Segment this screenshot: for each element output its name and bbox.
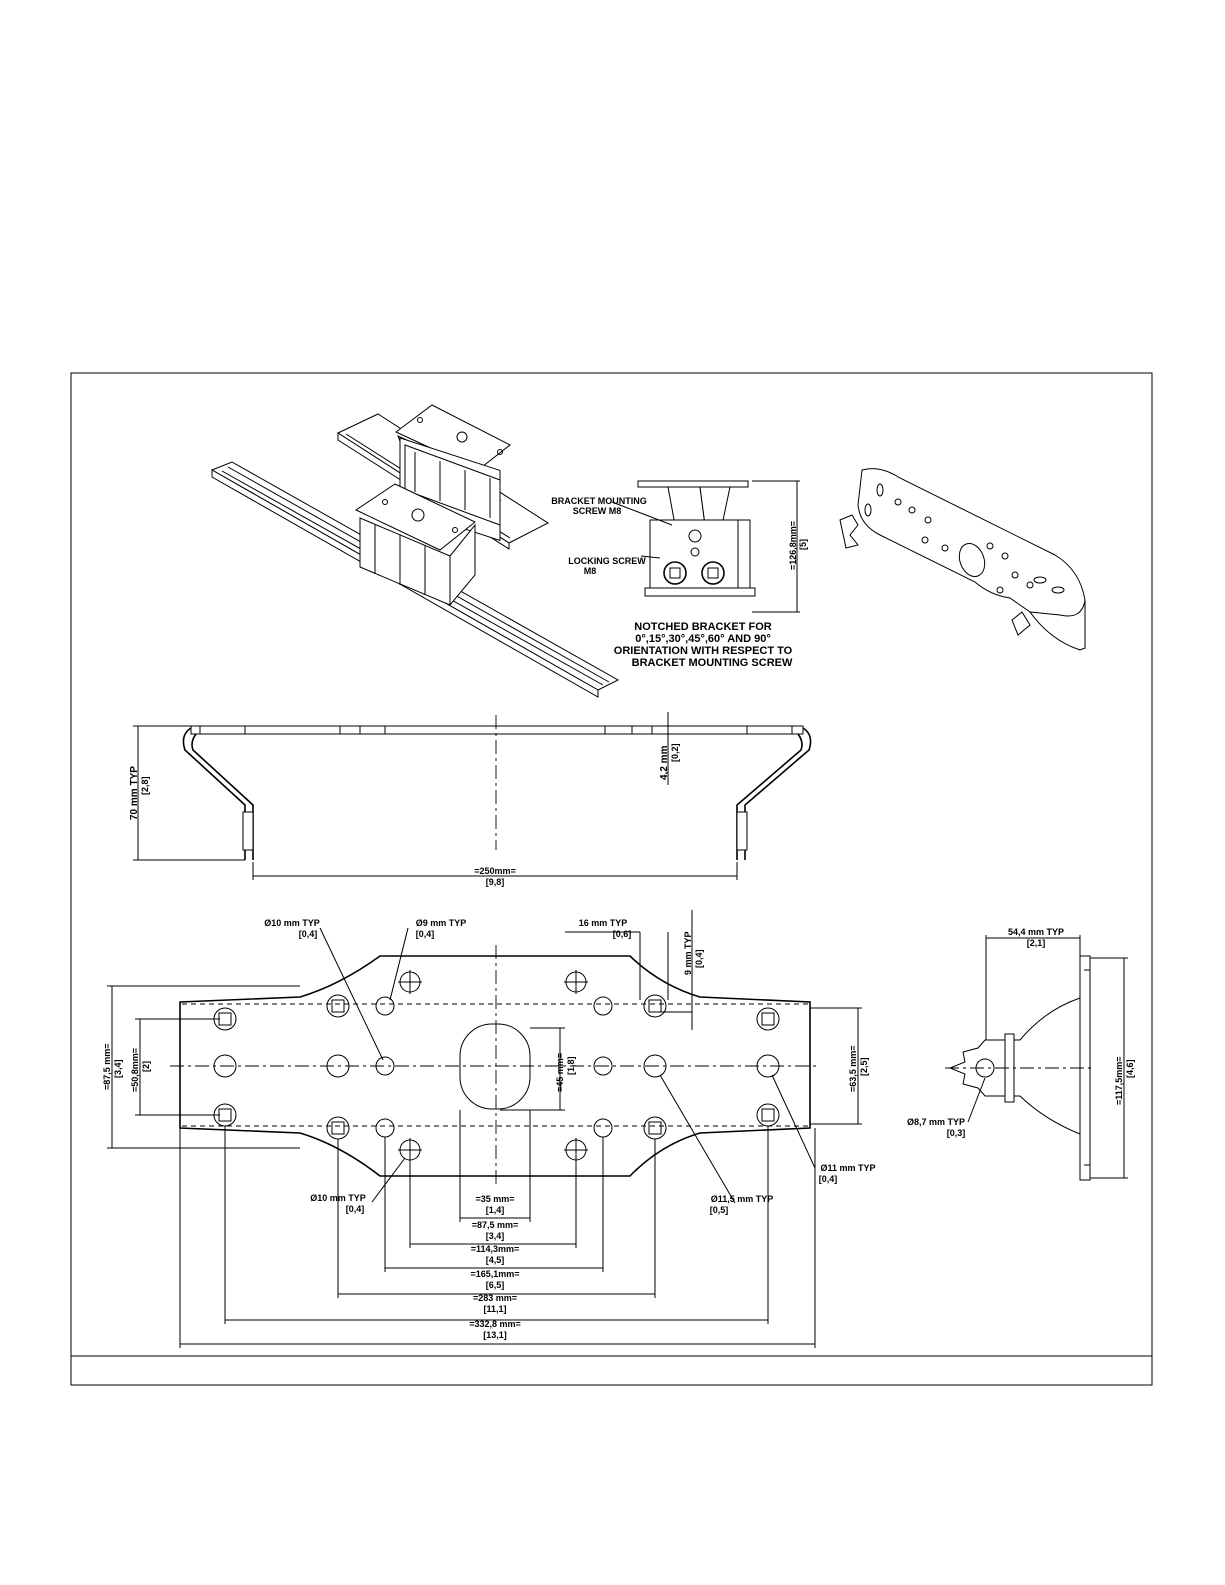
dim-w16: 16 mm TYP xyxy=(579,918,628,928)
dim-h635: =63,5 mm= xyxy=(848,1045,858,1092)
dim-side-70-in: [2,8] xyxy=(140,776,150,795)
dim-h508: =50,8mm= xyxy=(130,1048,140,1092)
dim-d11-in: [0,4] xyxy=(819,1174,838,1184)
dim-d10-bot-in: [0,4] xyxy=(346,1204,365,1214)
dim-v9: 9 mm TYP xyxy=(683,931,693,975)
dim-w1143: =114,3mm= xyxy=(471,1244,520,1254)
rail-assembly-isometric xyxy=(210,404,620,698)
side-elevation-view xyxy=(133,712,812,880)
dim-d115: Ø11,5 mm TYP xyxy=(711,1194,774,1204)
notch-note-3: ORIENTATION WITH RESPECT TO xyxy=(614,645,793,657)
end-view xyxy=(945,935,1128,1181)
dim-w3328-in: [13,1] xyxy=(483,1330,507,1340)
dim-w544: 54,4 mm TYP xyxy=(1008,927,1064,937)
dim-h875: =87,5 mm= xyxy=(102,1043,112,1090)
dim-w544-in: [2,1] xyxy=(1027,938,1046,948)
notch-note-2: 0°,15°,30°,45°,60° AND 90° xyxy=(635,633,770,645)
locking-screw-label-2: M8 xyxy=(584,566,597,576)
dim-w875: =87,5 mm= xyxy=(472,1220,519,1230)
dim-h635-in: [2,5] xyxy=(859,1057,869,1076)
slot-holes xyxy=(213,994,780,1140)
dim-d87: Ø8,7 mm TYP xyxy=(907,1117,965,1127)
dim-h875-in: [3,4] xyxy=(113,1059,123,1078)
dim-height-126: =126,8mm= xyxy=(788,521,798,570)
dim-h508-in: [2] xyxy=(141,1061,151,1072)
dim-thick-42-in: [0,2] xyxy=(670,743,680,762)
drawing-frame xyxy=(70,372,1153,1386)
dim-w1143-in: [4,5] xyxy=(486,1255,505,1265)
dim-w1651: =165,1mm= xyxy=(470,1269,519,1279)
dim-w283: =283 mm= xyxy=(473,1293,517,1303)
dim-d10-top-in: [0,4] xyxy=(299,929,318,939)
bracket-screw-label: BRACKET MOUNTING xyxy=(551,496,647,506)
dim-w283-in: [11,1] xyxy=(483,1304,506,1314)
dim-thick-42: 4,2 mm xyxy=(659,745,670,780)
dim-v9-in: [0,4] xyxy=(694,949,704,968)
dim-d10-top: Ø10 mm TYP xyxy=(264,918,320,928)
notch-note-1: NOTCHED BRACKET FOR xyxy=(634,621,772,633)
dim-width-250-in: [9,8] xyxy=(486,877,505,887)
dim-w1651-in: [6,5] xyxy=(486,1280,505,1290)
bracket-plate-isometric xyxy=(839,468,1086,651)
dim-slot45: =45 mm= xyxy=(555,1053,565,1092)
bracket-side-view xyxy=(611,480,800,613)
dim-h1175-in: [4,6] xyxy=(1125,1059,1135,1078)
dim-d115-in: [0,5] xyxy=(710,1205,729,1215)
dim-w35-in: [1,4] xyxy=(486,1205,505,1215)
locking-screw-label: LOCKING SCREW xyxy=(568,556,646,566)
dim-d10-bot: Ø10 mm TYP xyxy=(310,1193,366,1203)
plan-view xyxy=(107,910,862,1348)
dim-w35: =35 mm= xyxy=(475,1194,514,1204)
dim-w16-in: [0,6] xyxy=(613,929,632,939)
dim-w875-in: [3,4] xyxy=(486,1231,505,1241)
dim-height-126-in: [5] xyxy=(798,539,808,550)
round-holes xyxy=(213,970,780,1162)
dim-d87-in: [0,3] xyxy=(947,1128,966,1138)
dim-w3328: =332,8 mm= xyxy=(469,1319,521,1329)
dim-slot45-in: [1,8] xyxy=(566,1056,576,1075)
bracket-screw-label-2: SCREW M8 xyxy=(573,506,622,516)
dim-d9-in: [0,4] xyxy=(416,929,435,939)
dim-h1175: =117,5mm= xyxy=(1114,1056,1124,1105)
notch-note-4: BRACKET MOUNTING SCREW xyxy=(632,657,793,669)
dim-d9: Ø9 mm TYP xyxy=(416,918,467,928)
dim-d11: Ø11 mm TYP xyxy=(820,1163,875,1173)
dim-side-70: 70 mm TYP xyxy=(129,766,140,820)
dim-width-250: =250mm= xyxy=(474,866,516,876)
